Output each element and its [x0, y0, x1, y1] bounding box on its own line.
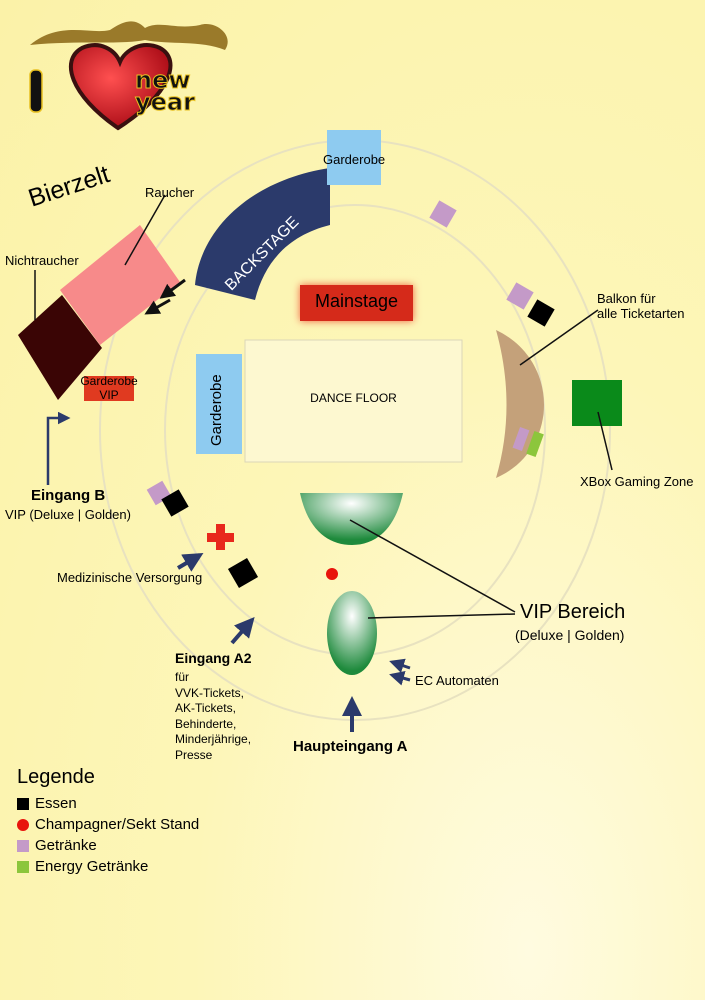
vip-bereich-label: VIP Bereich — [520, 601, 626, 623]
arrow-icon — [144, 298, 171, 315]
champagner-circle-icon — [17, 818, 29, 831]
balkon-label: Balkon für alle Ticketarten — [597, 291, 684, 321]
eingang-a2-title: Eingang A2 — [175, 650, 252, 666]
balkon-pointer — [519, 309, 599, 366]
medizin-label: Medizinische Versorgung — [57, 570, 203, 585]
legend-label: Energy Getränke — [35, 858, 149, 875]
garderobe-vip-label-2: VIP — [99, 388, 119, 402]
xbox-gaming-zone — [572, 380, 622, 426]
eingang-a2-list: für VVK-Tickets, AK-Tickets, Behinderte,… — [175, 670, 251, 763]
nichtraucher-label: Nichtraucher — [5, 253, 79, 268]
legend: Legende Essen Champagner/Sekt Stand Getr… — [17, 766, 199, 877]
legend-item-getraenke: Getränke — [17, 835, 199, 856]
eingang-a2-arrow-icon — [230, 616, 255, 645]
medical-cross-icon — [207, 524, 234, 550]
eingang-a2-line: VVK-Tickets, — [175, 685, 244, 700]
garderobe-vip-label: Garderobe VIP — [75, 374, 143, 402]
legend-item-champagner: Champagner/Sekt Stand — [17, 814, 199, 835]
bierzelt-raucher — [60, 225, 180, 345]
dance-floor-label: DANCE FLOOR — [310, 391, 397, 405]
vip-oval — [327, 591, 377, 675]
vip-bereich-sub: (Deluxe | Golden) — [515, 627, 625, 643]
eingang-a2-line: für — [175, 670, 190, 684]
raucher-label: Raucher — [145, 185, 195, 200]
arrow-icon — [159, 278, 186, 299]
energy-stand — [526, 431, 544, 457]
energy-square-icon — [17, 860, 29, 873]
garderobe-top-label: Garderobe — [323, 152, 386, 167]
raucher-pointer — [124, 194, 166, 266]
garderobe-left — [196, 354, 242, 454]
legend-label: Champagner/Sekt Stand — [35, 816, 200, 833]
getraenke-square-icon — [17, 839, 29, 852]
balkon-label-1: Balkon für — [597, 291, 656, 306]
eingang-b-arrow-icon — [46, 411, 71, 485]
eingang-b-sub: VIP (Deluxe | Golden) — [5, 507, 131, 522]
legend-label: Getränke — [35, 837, 97, 854]
svg-text:year: year — [135, 88, 195, 116]
eingang-a2-line: Behinderte, — [175, 716, 237, 731]
essen-stand — [527, 299, 555, 327]
essen-stand — [161, 489, 189, 517]
mainstage — [300, 285, 413, 321]
essen-stand — [227, 557, 259, 589]
xbox-label: XBox Gaming Zone — [580, 474, 694, 489]
legend-item-essen: Essen — [17, 793, 199, 814]
garderobe-left-label: Garderobe — [208, 374, 225, 446]
getraenke-stand — [506, 282, 534, 310]
ec-arrow-icon — [389, 658, 411, 673]
eingang-a2-line: Presse — [175, 747, 213, 762]
mainstage-label: Mainstage — [314, 291, 399, 311]
vip-pointer — [349, 519, 516, 613]
getraenke-stand — [512, 426, 530, 452]
dance-floor — [244, 339, 463, 463]
ec-arrow-icon — [389, 670, 411, 686]
garderobe-vip — [84, 376, 134, 401]
eingang-a2-line: Minderjährige, — [175, 732, 252, 746]
garderobe-top — [327, 130, 381, 185]
bierzelt-nichtraucher — [18, 295, 102, 400]
legend-label: Essen — [35, 795, 77, 812]
eingang-b-title: Eingang B — [31, 487, 106, 504]
legend-item-energy: Energy Getränke — [17, 856, 199, 877]
getraenke-stand — [429, 200, 457, 228]
champagner-stand — [326, 568, 338, 580]
logo: new year — [29, 21, 228, 131]
essen-square-icon — [17, 797, 29, 810]
xbox-pointer — [597, 411, 613, 471]
balkon — [496, 330, 544, 478]
legend-title: Legende — [17, 766, 95, 788]
medizin-arrow-icon — [176, 552, 204, 572]
backstage-area — [195, 168, 330, 300]
garderobe-vip-label-1: Garderobe — [80, 374, 138, 388]
vip-pointer — [367, 613, 516, 619]
vip-half — [300, 493, 403, 545]
ec-automaten-label: EC Automaten — [415, 673, 499, 688]
svg-text:new: new — [135, 66, 191, 94]
haupteingang-a-label: Haupteingang A — [293, 738, 408, 755]
balkon-label-2: alle Ticketarten — [597, 306, 685, 321]
eingang-a2-line: AK-Tickets, — [175, 701, 236, 715]
